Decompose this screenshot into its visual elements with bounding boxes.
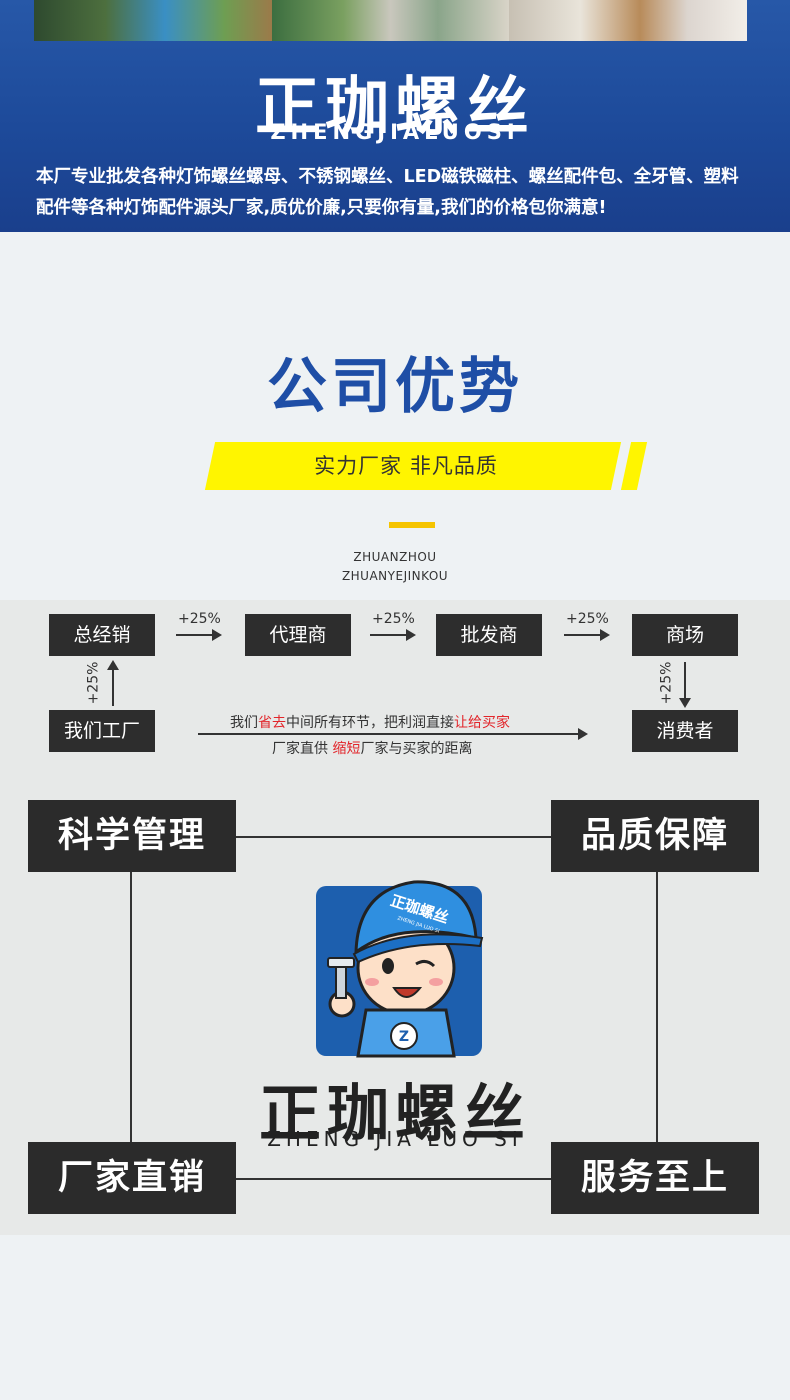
brand-name-en: ZHENGJIALUOSI	[270, 120, 520, 144]
product-photo-strip	[34, 0, 748, 41]
note-text: 中间所有环节，把利润直接	[286, 715, 454, 731]
frame-line	[656, 872, 658, 1142]
note-text: 我们	[230, 715, 258, 731]
arrow-right-icon	[176, 629, 222, 641]
frame-line	[130, 872, 132, 1142]
divider-dash	[389, 522, 435, 528]
arrow-right-long-icon	[198, 728, 588, 740]
box-wholesaler: 批发商	[436, 614, 542, 656]
note-highlight: 省去	[258, 715, 286, 731]
arrow-down-icon	[679, 662, 691, 708]
svg-text:Z: Z	[399, 1029, 409, 1045]
top-banner: 正珈螺丝 ZHENGJIALUOSI 本厂专业批发各种灯饰螺丝螺母、不锈钢螺丝、…	[0, 0, 790, 232]
arrow-up-icon	[107, 660, 119, 706]
markup-label: +25%	[566, 611, 609, 627]
section-title: 公司优势	[267, 352, 523, 422]
note-text: 厂家与买家的距离	[360, 741, 473, 757]
advantage-factory-direct: 厂家直销	[28, 1142, 236, 1214]
markup-label: +25%	[178, 611, 221, 627]
subtitle-en-2: ZHUANYEJINKOU	[341, 569, 449, 583]
brand-name-cn: 正珈螺丝	[255, 71, 535, 145]
note-text: 厂家直供	[272, 741, 333, 757]
box-general-distributor: 总经销	[49, 614, 155, 656]
logo-name-en: ZHENG JIA LUO SI	[267, 1127, 523, 1151]
box-consumer: 消费者	[632, 710, 738, 752]
note-highlight: 缩短	[332, 741, 361, 757]
advantage-scientific-management: 科学管理	[28, 800, 236, 872]
frame-line	[236, 1178, 551, 1180]
logo-name-cn: 正珈螺丝	[258, 1077, 531, 1150]
slogan-text: 实力厂家 非凡品质	[314, 454, 498, 478]
markup-label-vertical: +25%	[658, 661, 675, 705]
note-highlight: 让给买家	[454, 715, 510, 731]
markup-label-vertical: +25%	[85, 661, 102, 705]
advantage-quality-assurance: 品质保障	[551, 800, 759, 872]
arrow-right-icon	[370, 629, 416, 641]
mascot-logo-icon: 正珈螺丝 ZHENG JIA LUO SI Z	[316, 880, 484, 1058]
frame-line	[236, 836, 551, 838]
direct-profit-note: 我们省去中间所有环节，把利润直接让给买家	[230, 712, 510, 732]
markup-label: +25%	[372, 611, 415, 627]
subtitle-en-1: ZHUANZHOU	[353, 550, 437, 564]
box-our-factory: 我们工厂	[49, 710, 155, 752]
box-mall: 商场	[632, 614, 738, 656]
box-agent: 代理商	[245, 614, 351, 656]
product-photo	[271, 0, 510, 41]
product-photo	[509, 0, 748, 41]
product-photo	[34, 0, 272, 41]
slogan-stripe	[620, 442, 648, 490]
arrow-right-icon	[564, 629, 610, 641]
advantage-service-first: 服务至上	[551, 1142, 759, 1214]
direct-supply-note: 厂家直供 缩短厂家与买家的距离	[272, 738, 472, 758]
company-intro: 本厂专业批发各种灯饰螺丝螺母、不锈钢螺丝、LED磁铁磁柱、螺丝配件包、全牙管、塑…	[36, 167, 739, 218]
